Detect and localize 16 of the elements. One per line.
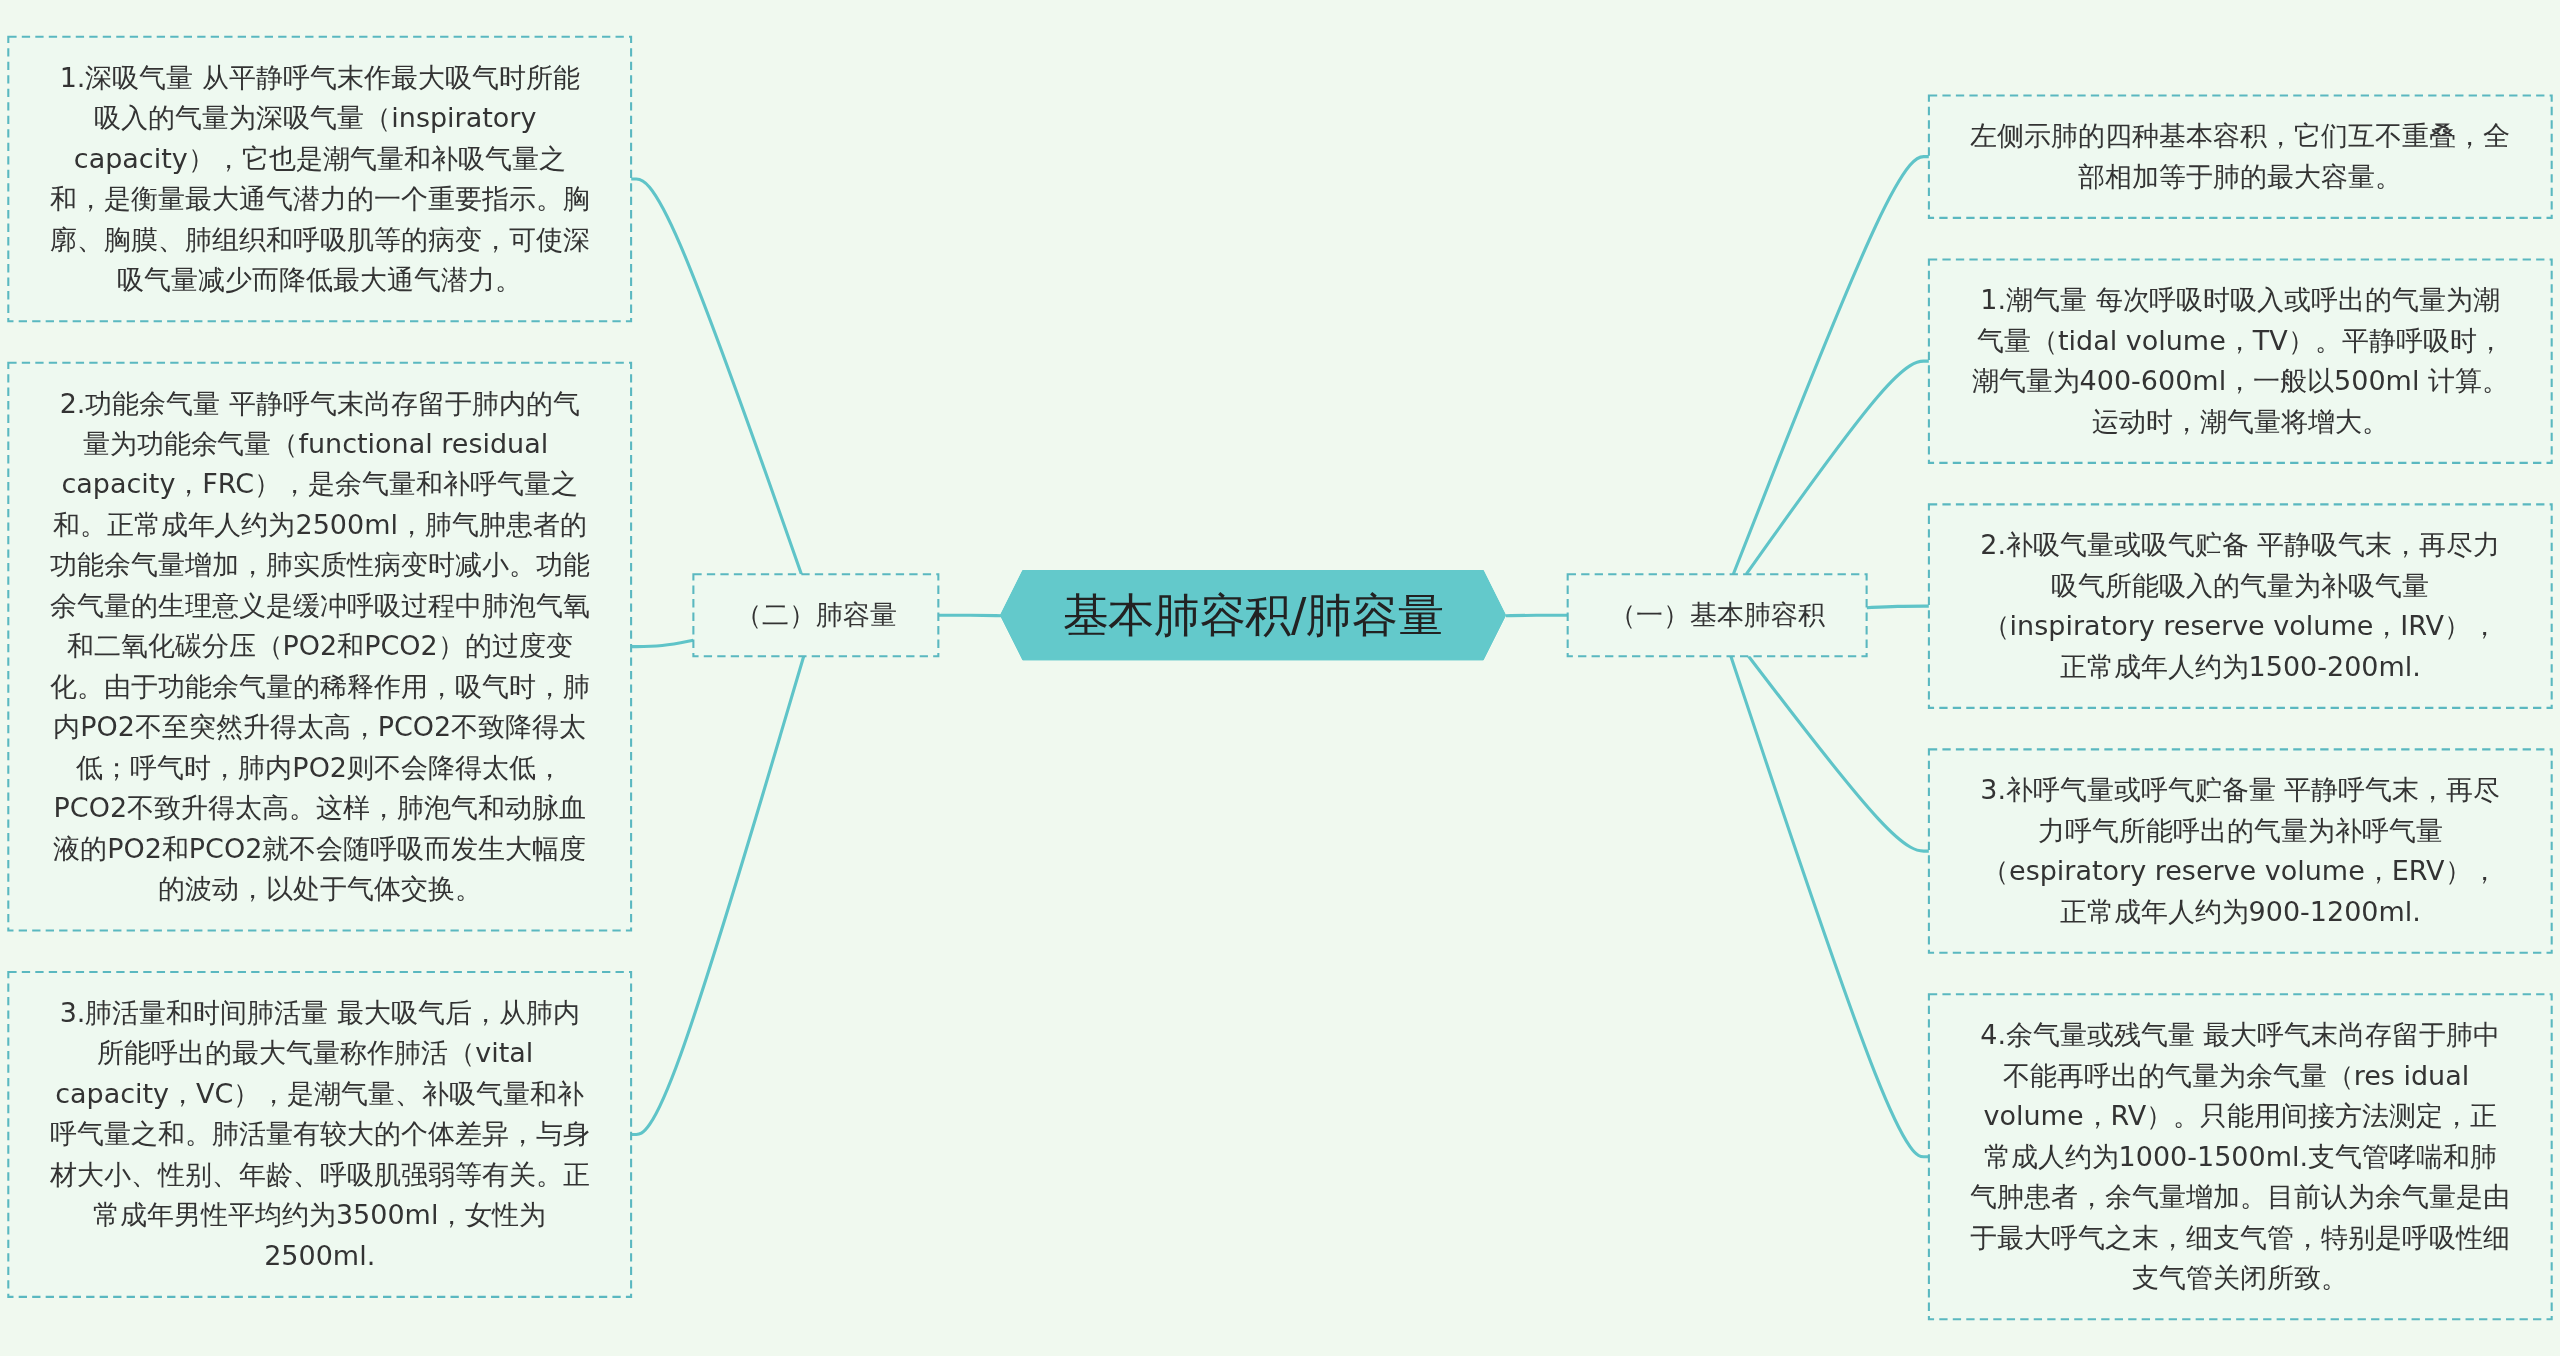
connector: [1731, 155, 1929, 575]
node-box: 1.深吸气量 从平静呼气末作最大吸气时所能吸入的气量为深吸气量（inspiratory capacity），它也是潮气量和补吸气量之和，是衡量最大通气潜力的一个重要指示。胸廓、胸膜、肺组织和呼吸肌等的病变，可使深吸气量减少而降低最大通气潜力。: [7, 35, 633, 323]
node-box: 2.补吸气量或吸气贮备 平静吸气末，再尽力吸气所能吸入的气量为补吸气量（inspiratory reserve volume，IRV），正常成年人约为1500-200ml.: [1927, 503, 2553, 709]
connector: [1505, 613, 1568, 618]
node-box: 3.肺活量和时间肺活量 最大吸气后，从肺内所能呼出的最大气量称作肺活（vital capacity，VC），是潮气量、补吸气量和补呼气量之和。肺活量有较大的个体差异，与身材大小、性别、年龄、呼吸肌强弱等有关。正常成年男性平均约为3500ml，女性为2500ml.: [7, 970, 633, 1298]
node-box: （二）肺容量: [692, 573, 940, 658]
node-box: 左侧示肺的四种基本容积，它们互不重叠，全部相加等于肺的最大容量。: [1927, 94, 2553, 219]
connector: [631, 638, 694, 649]
connector: [938, 613, 1002, 618]
node-box: （一）基本肺容积: [1566, 573, 1868, 658]
connector: [631, 177, 803, 575]
node-box: 3.补呼气量或呼气贮备量 平静呼气末，再尽力呼气所能呼出的气量为补呼气量（espiratory reserve volume，ERV），正常成年人约为900-1200ml.: [1927, 748, 2553, 954]
node-box: 1.潮气量 每次呼吸时吸入或呼出的气量为潮气量（tidal volume，TV）。平静呼吸时，潮气量为400-600ml，一般以500ml 计算。运动时，潮气量将增大。: [1927, 258, 2553, 464]
connector: [1866, 604, 1929, 610]
node-box: 4.余气量或残气量 最大呼气末尚存留于肺中不能再呼出的气量为余气量（res idual volume，RV）。只能用间接方法测定，正常成人约为1000-1500ml.支气管哮喘和肺气肿患者，余气量增加。目前认为余气量是由于最大呼气之末，细支气管，特别是呼吸性细支气管关闭所致。: [1927, 993, 2553, 1321]
node-box: 2.功能余气量 平静呼气末尚存留于肺内的气量为功能余气量（functional residual capacity，FRC），是余气量和补呼气量之和。正常成年人约为2500ml，肺气肿患者的功能余气量增加，肺实质性病变时减小。功能余气量的生理意义是缓冲呼吸过程中肺泡气氧和二氧化碳分压（PO2和PCO2）的过度变化。由于功能余气量的稀释作用，吸气时，肺内PO2不至突然升得太高，PCO2不致降得太低；呼气时，肺内PO2则不会降得太低，PCO2不致升得太高。这样，肺泡气和动脉血液的PO2和PCO2就不会随呼吸而发生大幅度的波动，以处于气体交换。: [7, 361, 633, 932]
